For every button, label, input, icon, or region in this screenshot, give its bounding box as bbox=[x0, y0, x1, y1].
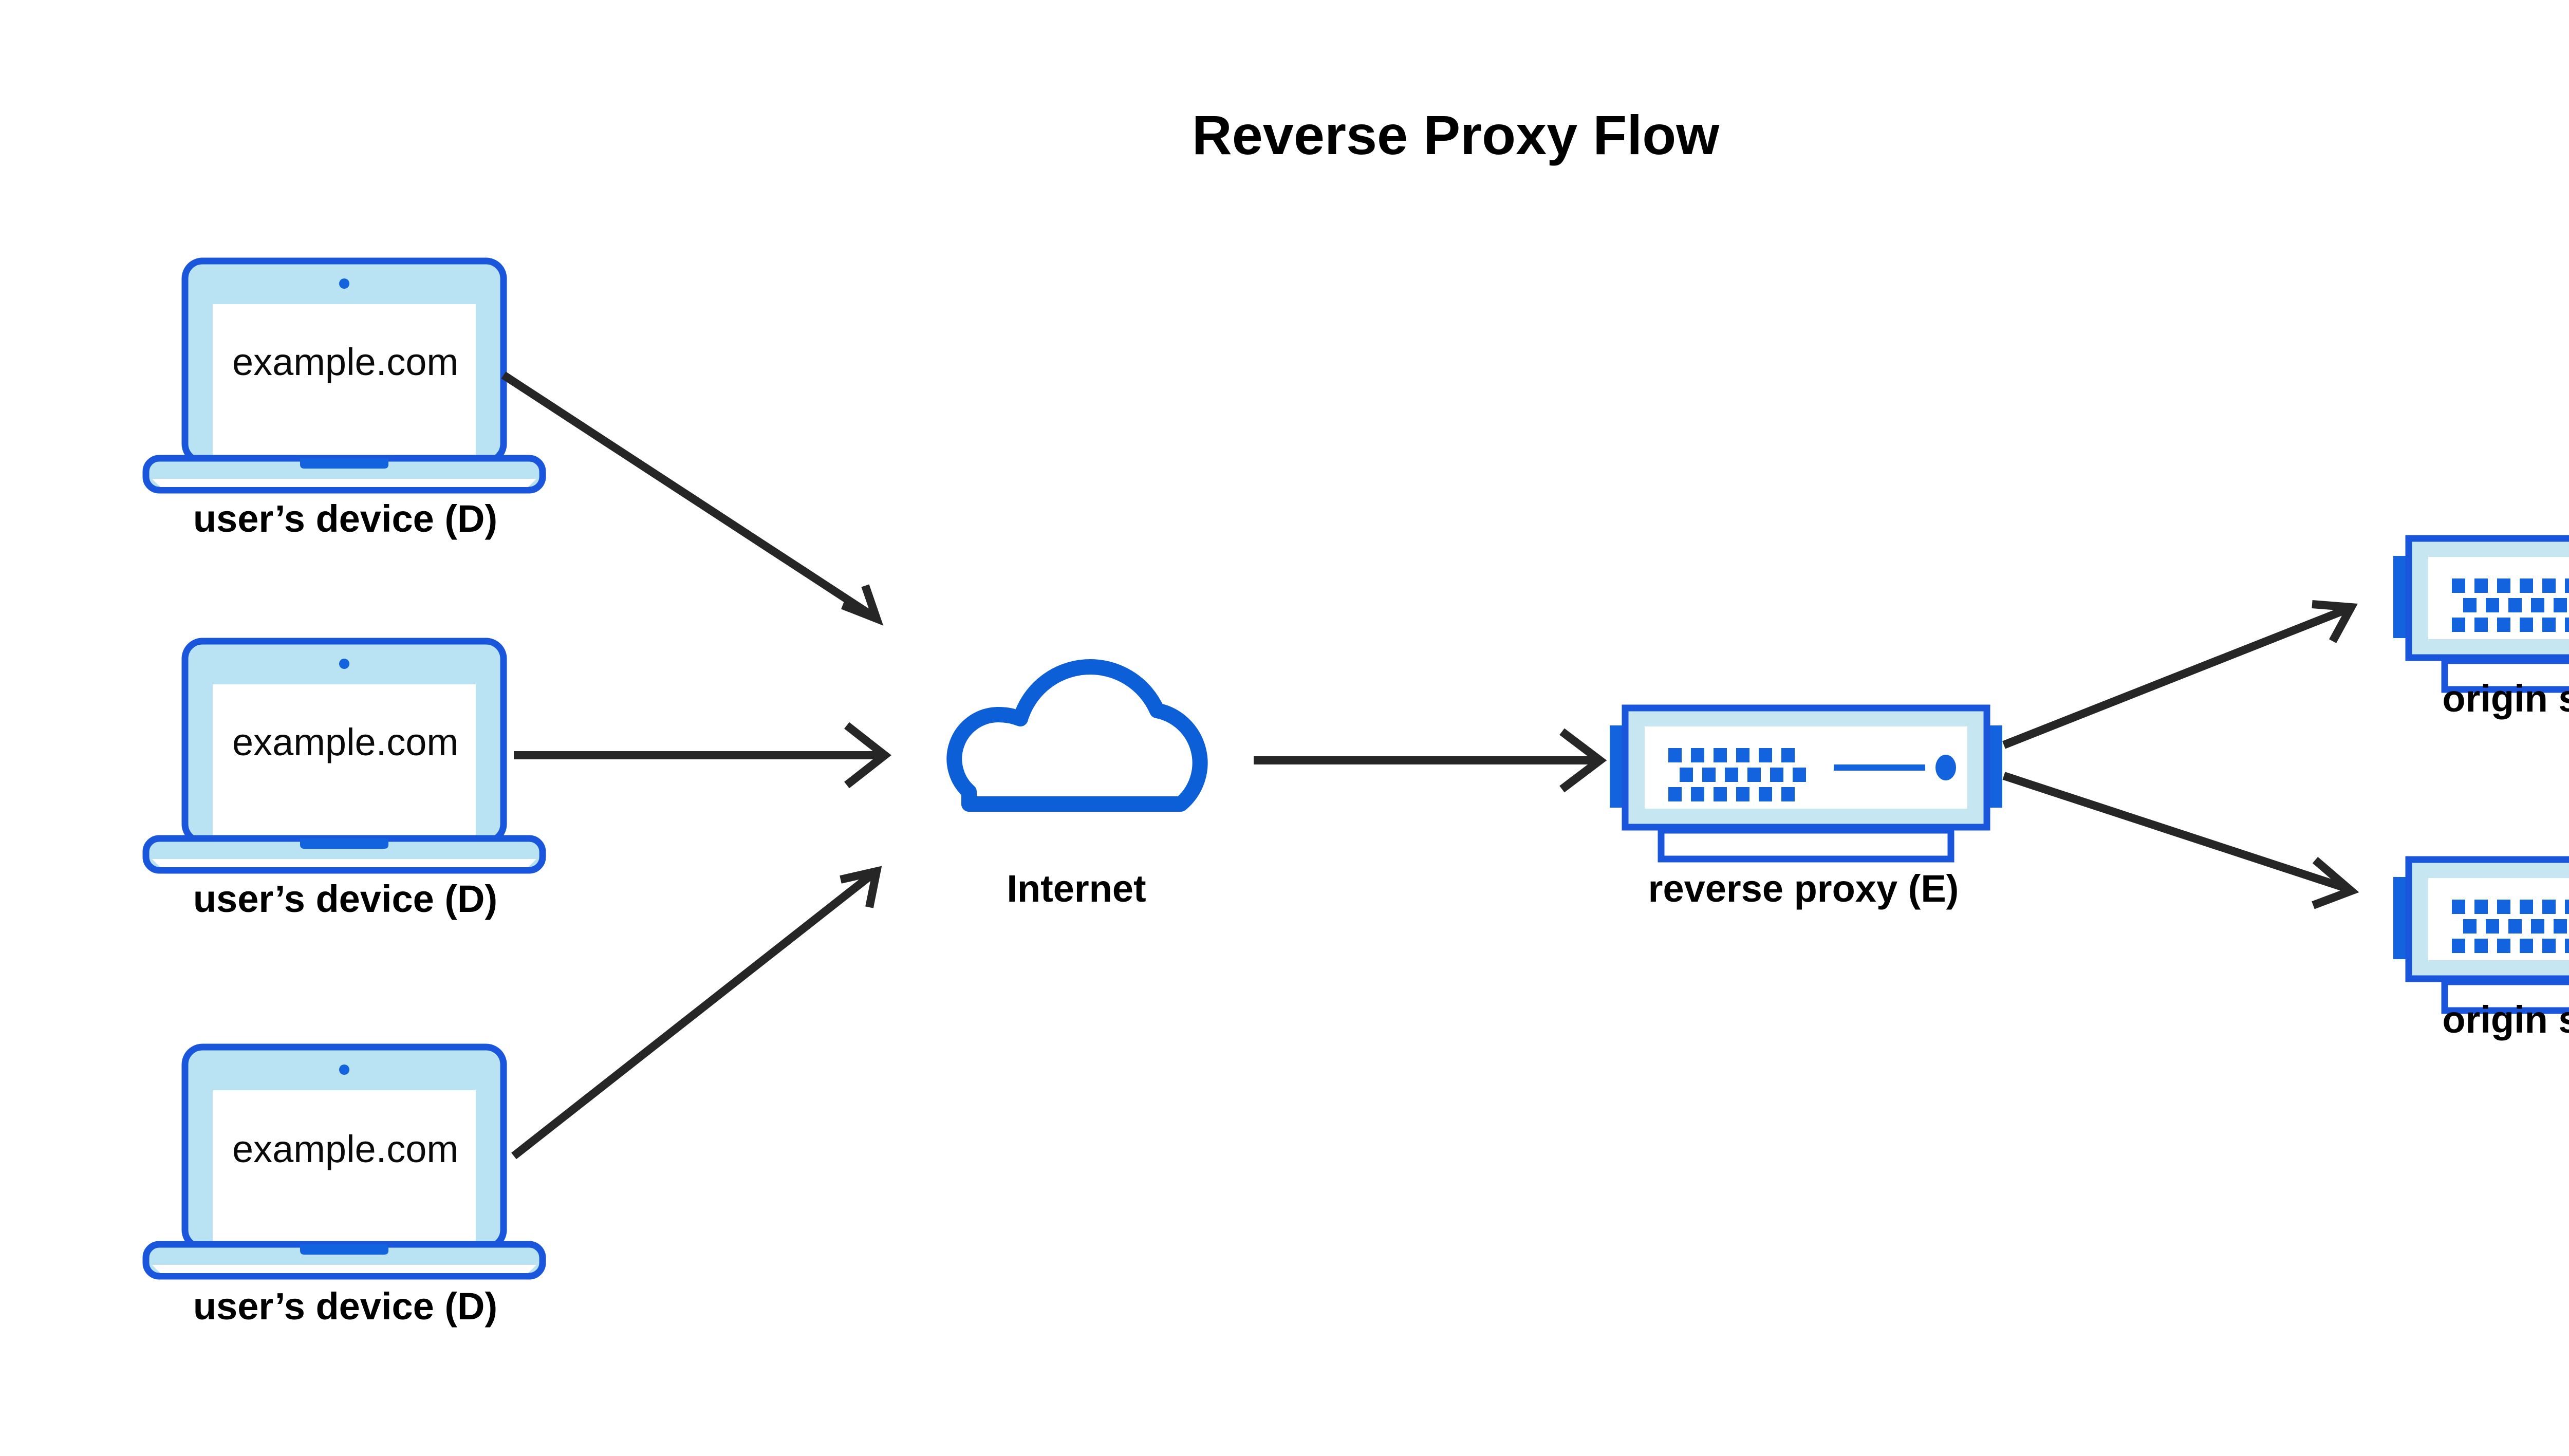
server-icon bbox=[2393, 538, 2569, 689]
edge-client2-internet bbox=[514, 722, 891, 789]
node-origin-2[interactable]: origin server (F) bbox=[2393, 860, 2569, 1041]
server-icon bbox=[2393, 860, 2569, 1011]
node-client-1[interactable]: example.com user’s device (D) bbox=[146, 261, 543, 540]
client-screen-text: example.com bbox=[232, 341, 458, 383]
client-screen-text: example.com bbox=[232, 721, 458, 763]
cloud-icon bbox=[954, 667, 1200, 804]
node-internet[interactable]: Internet bbox=[954, 667, 1200, 910]
node-client-3[interactable]: example.com user’s device (D) bbox=[146, 1047, 543, 1328]
client-2-label: user’s device (D) bbox=[193, 878, 497, 920]
node-client-2[interactable]: example.com user’s device (D) bbox=[146, 641, 543, 920]
internet-label: Internet bbox=[1007, 867, 1146, 910]
client-3-label: user’s device (D) bbox=[193, 1285, 497, 1328]
node-reverse-proxy[interactable]: reverse proxy (E) bbox=[1610, 708, 2002, 910]
origin-2-label: origin server (F) bbox=[2442, 998, 2569, 1041]
client-screen-text: example.com bbox=[232, 1128, 458, 1170]
edge-client1-internet bbox=[501, 371, 884, 626]
origin-1-label: origin server (F) bbox=[2442, 677, 2569, 720]
client-1-label: user’s device (D) bbox=[193, 497, 497, 540]
edge-proxy-origin1 bbox=[2002, 600, 2358, 749]
edge-client3-internet bbox=[511, 866, 882, 1160]
server-icon bbox=[1610, 708, 2002, 859]
edge-internet-proxy bbox=[1254, 728, 1607, 793]
node-origin-1[interactable]: origin server (F) bbox=[2393, 538, 2569, 720]
page-title: Reverse Proxy Flow bbox=[1192, 104, 1720, 166]
reverse-proxy-label: reverse proxy (E) bbox=[1648, 867, 1959, 910]
edge-proxy-origin2 bbox=[2002, 772, 2359, 909]
